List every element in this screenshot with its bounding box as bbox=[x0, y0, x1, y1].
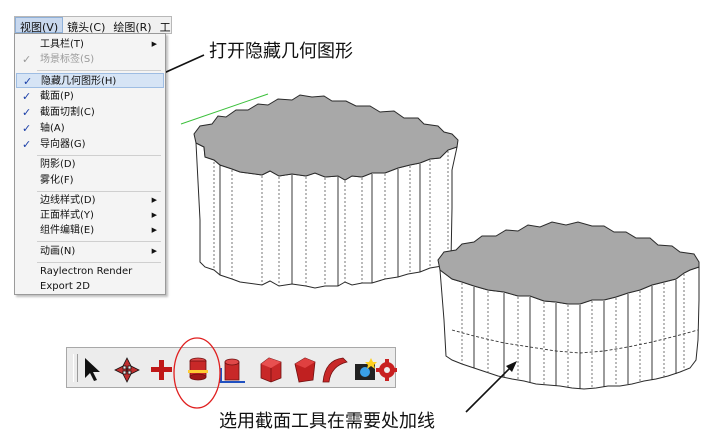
check-icon: ✓ bbox=[22, 106, 32, 119]
menu-item-component-edit[interactable]: 组件编辑(E) ▶ bbox=[16, 223, 164, 238]
check-icon: ✓ bbox=[22, 138, 32, 151]
annotation-section-tool-instruction: 选用截面工具在需要处加线 bbox=[219, 411, 435, 432]
section-cut-icon[interactable] bbox=[219, 358, 245, 383]
submenu-arrow-icon: ▶ bbox=[151, 40, 157, 48]
model-block-bottom[interactable] bbox=[437, 221, 700, 390]
green-guide-line bbox=[180, 93, 269, 125]
section-plane-icon[interactable] bbox=[188, 357, 208, 381]
menu-item-label: 正面样式(Y) bbox=[40, 210, 94, 221]
menu-item-label: 动画(N) bbox=[40, 246, 76, 257]
section-line bbox=[451, 329, 699, 354]
menu-view[interactable]: 视图(V) bbox=[15, 17, 64, 33]
menu-item-label: 组件编辑(E) bbox=[40, 225, 95, 236]
submenu-arrow-icon: ▶ bbox=[151, 247, 157, 255]
menu-item-shadows[interactable]: 阴影(D) bbox=[16, 157, 164, 172]
annotation-open-hidden-geometry: 打开隐藏几何图形 bbox=[209, 41, 353, 62]
model-top-face bbox=[193, 94, 459, 181]
menu-item-fog[interactable]: 雾化(F) bbox=[16, 173, 164, 188]
check-icon: ✓ bbox=[22, 53, 32, 66]
menu-item-label: 工具栏(T) bbox=[40, 39, 84, 50]
model-bottom-solid-edges bbox=[473, 280, 677, 389]
menu-item-face-style[interactable]: 正面样式(Y) ▶ bbox=[16, 208, 164, 223]
menu-separator bbox=[37, 155, 161, 156]
submenu-arrow-icon: ▶ bbox=[151, 226, 157, 234]
menu-item-export-2d[interactable]: Export 2D bbox=[16, 279, 164, 294]
menu-separator bbox=[37, 262, 161, 263]
red-box-icon[interactable] bbox=[260, 357, 282, 383]
select-arrow-icon[interactable] bbox=[85, 358, 100, 381]
menu-item-label: 导向器(G) bbox=[40, 139, 86, 150]
gear-icon[interactable] bbox=[376, 359, 397, 381]
menu-item-label: 隐藏几何图形(H) bbox=[41, 76, 117, 87]
menu-item-label: 轴(A) bbox=[40, 123, 65, 134]
menu-separator bbox=[37, 191, 161, 192]
tool-palette bbox=[66, 347, 397, 388]
submenu-arrow-icon: ▶ bbox=[151, 196, 157, 204]
menu-camera[interactable]: 镜头(C) bbox=[67, 21, 106, 34]
menu-separator bbox=[37, 241, 161, 242]
toolbar-grip-handle[interactable] bbox=[73, 354, 78, 382]
model-top-vertical-edges bbox=[213, 151, 449, 286]
menu-item-animation[interactable]: 动画(N) ▶ bbox=[16, 244, 164, 259]
menu-item-label: 阴影(D) bbox=[40, 159, 76, 170]
model-bottom-face bbox=[437, 221, 700, 305]
menu-item-raylectron-render[interactable]: Raylectron Render bbox=[16, 264, 164, 279]
cross-plus-icon[interactable] bbox=[151, 360, 172, 380]
view-menu-dropdown: 工具栏(T) ▶ ✓ 场景标签(S) ✓ 隐藏几何图形(H) ✓ 截面(P) ✓… bbox=[14, 33, 166, 295]
menu-item-edge-style[interactable]: 边线样式(D) ▶ bbox=[16, 193, 164, 208]
menu-item-label: 边线样式(D) bbox=[40, 195, 96, 206]
menu-item-toolbar[interactable]: 工具栏(T) ▶ bbox=[16, 37, 164, 52]
menu-item-axes[interactable]: ✓ 轴(A) bbox=[16, 121, 164, 136]
check-icon: ✓ bbox=[22, 90, 32, 103]
menu-item-guides[interactable]: ✓ 导向器(G) bbox=[16, 137, 164, 152]
menu-separator bbox=[37, 70, 161, 71]
menu-item-label: Export 2D bbox=[40, 281, 90, 292]
menu-tools[interactable]: 工具( bbox=[159, 21, 171, 34]
check-icon: ✓ bbox=[22, 122, 32, 135]
menu-item-label: Raylectron Render bbox=[40, 266, 133, 277]
model-top-solid-edges bbox=[219, 164, 421, 286]
menu-item-label: 截面(P) bbox=[40, 91, 74, 102]
menu-item-scene-tabs[interactable]: ✓ 场景标签(S) bbox=[16, 52, 164, 67]
menu-item-label: 场景标签(S) bbox=[40, 54, 95, 65]
red-shape-icon[interactable] bbox=[294, 357, 316, 383]
menubar: 视图(V)镜头(C) 绘图(R) 工具( bbox=[14, 16, 172, 34]
red-curve-icon[interactable] bbox=[322, 357, 348, 383]
model-bottom-vertical-edges bbox=[461, 274, 685, 388]
camera-icon[interactable] bbox=[355, 358, 377, 380]
submenu-arrow-icon: ▶ bbox=[151, 211, 157, 219]
menu-item-hidden-geometry[interactable]: ✓ 隐藏几何图形(H) bbox=[16, 73, 164, 88]
menu-draw[interactable]: 绘图(R) bbox=[113, 21, 152, 34]
callout-arrow-bottom bbox=[465, 361, 517, 413]
menu-item-section-planes[interactable]: ✓ 截面(P) bbox=[16, 89, 164, 104]
menu-item-label: 雾化(F) bbox=[40, 175, 74, 186]
menu-item-section-cuts[interactable]: ✓ 截面切割(C) bbox=[16, 105, 164, 120]
move-arrows-icon[interactable] bbox=[114, 357, 140, 383]
model-block-top[interactable] bbox=[193, 94, 459, 289]
menu-item-label: 截面切割(C) bbox=[40, 107, 95, 118]
check-icon: ✓ bbox=[23, 75, 33, 88]
